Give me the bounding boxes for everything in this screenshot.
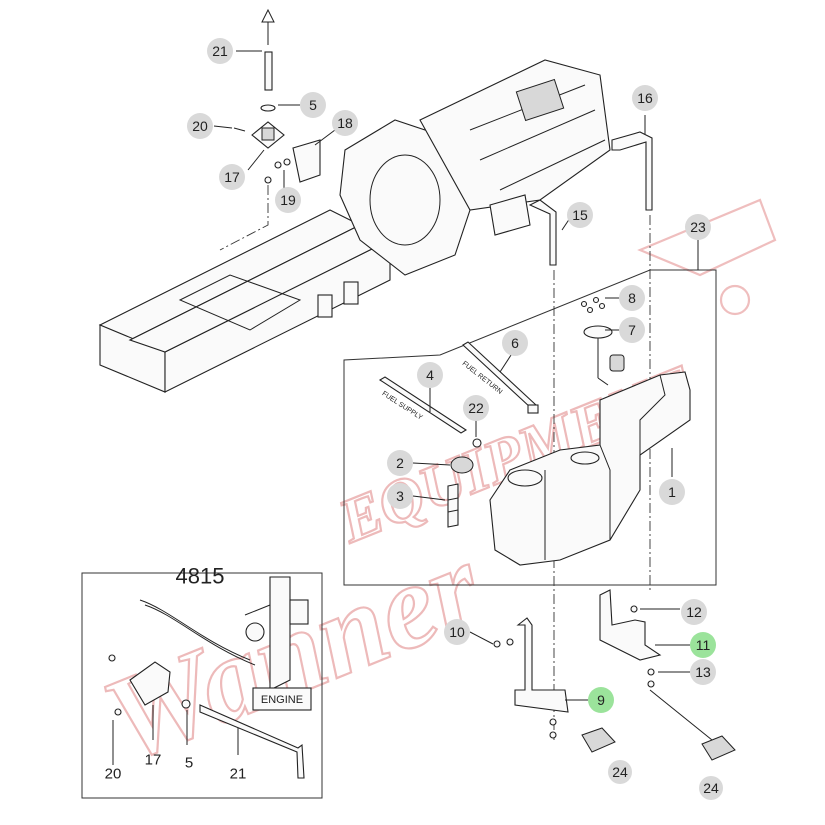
callout-c7: 7	[619, 317, 645, 343]
callout-label: 5	[309, 97, 317, 113]
inset-label-5: 5	[185, 755, 193, 772]
callout-label: 22	[468, 400, 484, 416]
callout-circle	[588, 687, 614, 713]
inset-model-number: 4815	[176, 564, 225, 589]
callout-circle	[608, 760, 632, 784]
engine-label: ENGINE	[261, 694, 303, 706]
callout-circle	[690, 659, 716, 685]
callout-c1: 1	[659, 479, 685, 505]
callout-circle	[300, 92, 326, 118]
callout-circle	[332, 110, 358, 136]
callout-label: 16	[637, 90, 653, 106]
callout-label: 11	[696, 637, 711, 653]
inset-4815-panel: 4815 ENGINE 20 17 5 21	[81, 564, 323, 799]
callout-label: 21	[212, 43, 228, 59]
fuel-tank-group	[343, 269, 717, 586]
callout-c23: 23	[685, 214, 711, 240]
callout-c21-top: 21	[207, 38, 233, 64]
callout-c24-b: 24	[699, 776, 723, 800]
callout-label: 7	[628, 322, 636, 338]
switch-assembly	[219, 8, 321, 251]
callout-label: 24	[703, 780, 719, 796]
callout-label: 1	[668, 484, 676, 500]
callout-circle	[444, 619, 470, 645]
inset-label-20: 20	[105, 766, 122, 783]
callout-leaders	[213, 50, 699, 701]
inset-label-21: 21	[230, 766, 247, 783]
callout-label: 15	[572, 207, 588, 223]
callout-label: 2	[396, 455, 404, 471]
tank-brackets	[493, 589, 736, 761]
callout-c24-a: 24	[608, 760, 632, 784]
callout-c12: 12	[681, 599, 707, 625]
callout-label: 17	[224, 169, 240, 185]
callout-c13: 13	[690, 659, 716, 685]
callout-circle	[502, 330, 528, 356]
callout-label: 12	[686, 604, 702, 620]
callout-label: 23	[690, 219, 706, 235]
callout-circle	[275, 187, 301, 213]
callout-label: 13	[695, 664, 711, 680]
callout-c9: 9	[588, 687, 614, 713]
callout-circle	[619, 285, 645, 311]
callout-circle	[207, 38, 233, 64]
callout-circle	[567, 202, 593, 228]
callout-circle	[685, 214, 711, 240]
callout-c11: 11	[690, 632, 716, 658]
callout-c3: 3	[387, 483, 413, 509]
callout-label: 19	[280, 192, 296, 208]
callout-label: 20	[192, 118, 208, 134]
callout-c4: 4	[417, 362, 443, 388]
callout-label: 10	[449, 624, 465, 640]
callout-circle	[417, 362, 443, 388]
callout-circle	[632, 85, 658, 111]
callout-circle	[699, 776, 723, 800]
callout-label: 6	[511, 335, 519, 351]
callout-c10: 10	[444, 619, 470, 645]
tractor-frame	[98, 59, 611, 393]
callout-circle	[690, 632, 716, 658]
callout-circle	[387, 450, 413, 476]
callout-c18: 18	[332, 110, 358, 136]
callout-label: 8	[628, 290, 636, 306]
callout-c2: 2	[387, 450, 413, 476]
callout-label: 18	[337, 115, 353, 131]
callout-c5-top: 5	[300, 92, 326, 118]
callout-circle	[619, 317, 645, 343]
callout-c19: 19	[275, 187, 301, 213]
callout-circle	[219, 164, 245, 190]
callout-label: 3	[396, 488, 404, 504]
callout-circle	[187, 113, 213, 139]
callout-c17-top: 17	[219, 164, 245, 190]
callout-label: 9	[597, 692, 605, 708]
callout-c16: 16	[632, 85, 658, 111]
fuel-return-label: FUEL RETURN	[461, 360, 504, 396]
callout-label: 24	[612, 764, 628, 780]
callout-label: 4	[426, 367, 434, 383]
callout-c15: 15	[567, 202, 593, 228]
callout-circle	[387, 483, 413, 509]
callout-c20-top: 20	[187, 113, 213, 139]
callout-circle	[681, 599, 707, 625]
callout-c22: 22	[463, 395, 489, 421]
callout-c6: 6	[502, 330, 528, 356]
callout-circle	[659, 479, 685, 505]
inset-label-17: 17	[145, 752, 162, 769]
callout-c8: 8	[619, 285, 645, 311]
callout-circle	[463, 395, 489, 421]
